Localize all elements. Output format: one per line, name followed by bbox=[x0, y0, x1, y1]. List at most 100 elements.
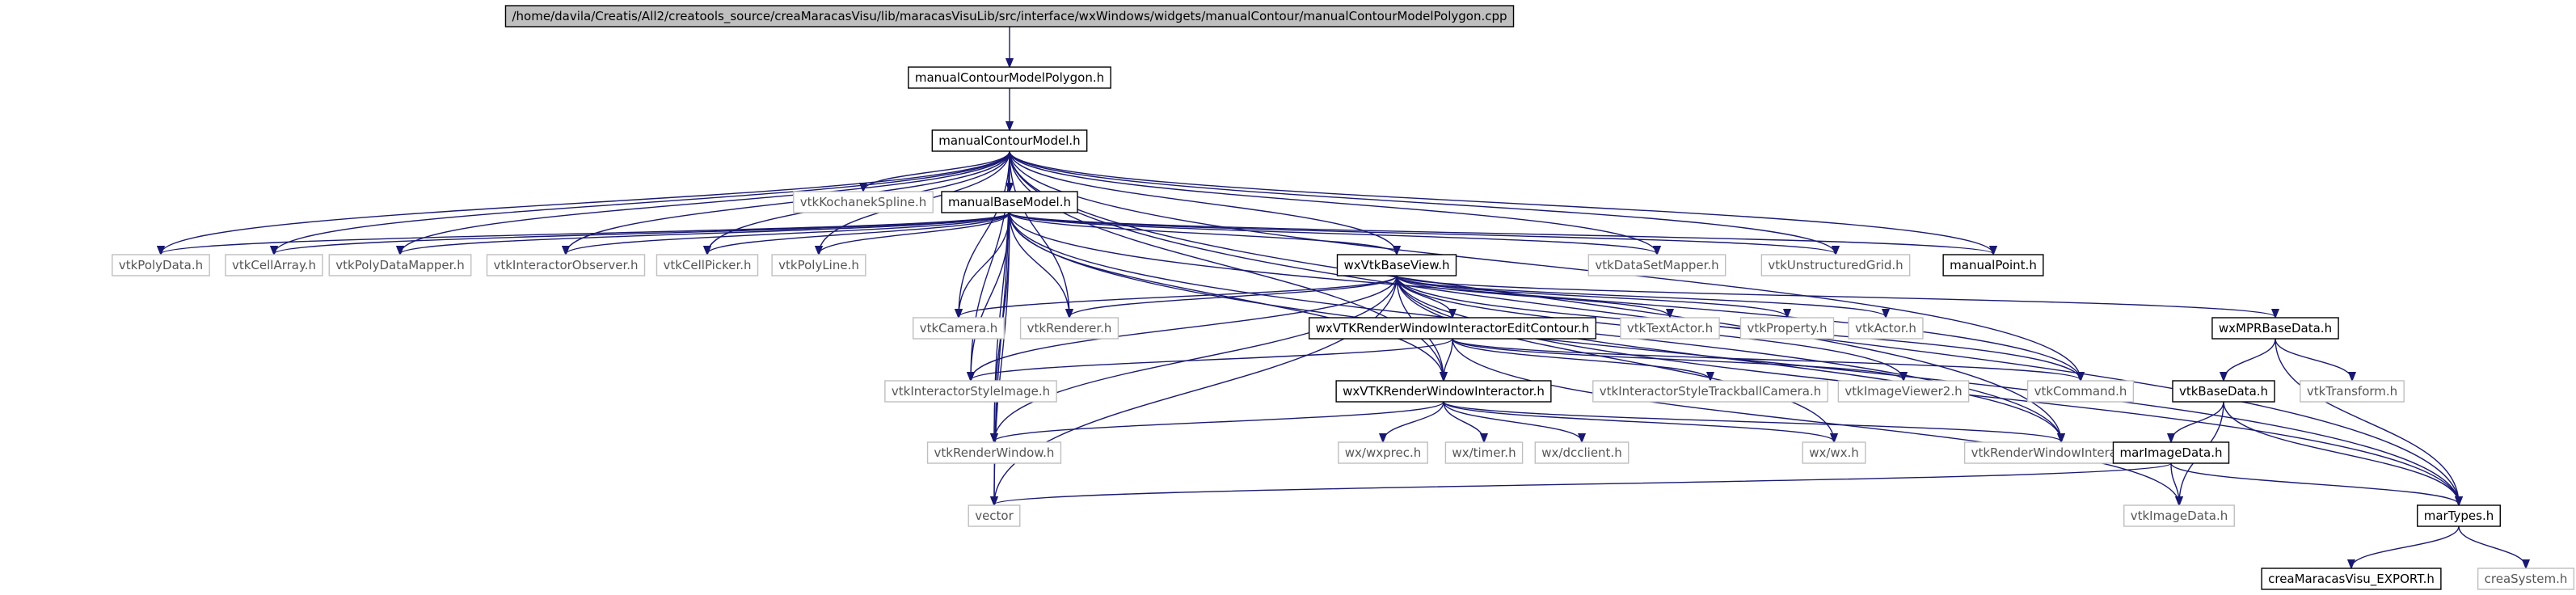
node-label-polygon_h: manualContourModelPolygon.h bbox=[915, 70, 1104, 85]
node-root[interactable]: /home/davila/Creatis/All2/creatools_sour… bbox=[504, 5, 1515, 27]
node-box-rwi bbox=[1335, 380, 1552, 403]
node-label-renderer: vtkRenderer.h bbox=[1027, 321, 1112, 335]
node-label-cellpicker: vtkCellPicker.h bbox=[663, 258, 751, 272]
node-wxprec: wx/wxprec.h bbox=[1338, 441, 1428, 464]
node-box-wxvtkbaseview bbox=[1336, 254, 1457, 276]
node-martypes[interactable]: marTypes.h bbox=[2417, 504, 2501, 527]
include-edge-model_h-to-polydatamapper bbox=[400, 150, 1010, 254]
include-edge-basemodel-to-manualpoint bbox=[1009, 212, 1993, 254]
node-box-imagedata bbox=[2123, 504, 2235, 527]
include-edge-basemodel-to-wxvtkbaseview bbox=[1009, 212, 1397, 254]
include-edge-editcontour-to-imagedata bbox=[1452, 338, 2179, 504]
node-timer: wx/timer.h bbox=[1444, 441, 1524, 464]
node-box-imageviewer2 bbox=[1837, 380, 1970, 403]
node-box-polydatamapper bbox=[328, 254, 472, 276]
node-imagedata: vtkImageData.h bbox=[2123, 504, 2235, 527]
node-label-cellarray: vtkCellArray.h bbox=[232, 258, 316, 272]
include-edge-martypes-to-creasystem bbox=[2458, 525, 2526, 568]
node-label-creasystem: creaSystem.h bbox=[2485, 572, 2568, 586]
node-label-transform: vtkTransform.h bbox=[2307, 384, 2397, 399]
include-edge-basemodel-to-renderer bbox=[1009, 212, 1069, 317]
node-box-export bbox=[2261, 568, 2442, 590]
include-edge-basemodel-to-interactorobserver bbox=[566, 212, 1010, 254]
node-mprbasedata[interactable]: wxMPRBaseData.h bbox=[2211, 317, 2339, 340]
node-manualpoint[interactable]: manualPoint.h bbox=[1942, 254, 2044, 276]
include-edge-rwi-to-dcclient bbox=[1443, 401, 1582, 441]
include-edge-wxvtkbaseview-to-camera bbox=[959, 275, 1398, 317]
node-property: vtkProperty.h bbox=[1739, 317, 1835, 340]
node-interactorobserver: vtkInteractorObserver.h bbox=[486, 254, 646, 276]
node-box-transform bbox=[2300, 380, 2405, 403]
node-polygon_h[interactable]: manualContourModelPolygon.h bbox=[908, 66, 1111, 89]
include-edge-marimagedata-to-vector bbox=[994, 462, 2172, 504]
node-box-renderer bbox=[1019, 317, 1119, 340]
node-label-vtkbasedata: vtkBaseData.h bbox=[2179, 384, 2268, 399]
include-edge-rwi-to-timer bbox=[1443, 401, 1484, 441]
include-edge-wxvtkbaseview-to-command bbox=[1396, 275, 2081, 380]
include-edge-basemodel-to-polydatamapper bbox=[400, 212, 1010, 254]
node-vtkbasedata[interactable]: vtkBaseData.h bbox=[2172, 380, 2275, 403]
node-renderer: vtkRenderer.h bbox=[1019, 317, 1119, 340]
node-box-kochanek bbox=[793, 191, 934, 213]
node-command: vtkCommand.h bbox=[2026, 380, 2135, 403]
node-label-wxprec: wx/wxprec.h bbox=[1345, 445, 1421, 460]
node-label-interactorobserver: vtkInteractorObserver.h bbox=[493, 258, 638, 272]
node-label-dcclient: wx/dcclient.h bbox=[1541, 445, 1621, 460]
node-box-unstructuredgrid bbox=[1760, 254, 1911, 276]
include-edge-basemodel-to-cellpicker bbox=[707, 212, 1010, 254]
include-edge-basemodel-to-unstructuredgrid bbox=[1009, 212, 1836, 254]
node-wxvtkbaseview[interactable]: wxVtkBaseView.h bbox=[1336, 254, 1457, 276]
edges-layer bbox=[161, 27, 2526, 568]
node-box-polyline bbox=[771, 254, 866, 276]
node-box-basemodel bbox=[941, 191, 1078, 213]
node-label-root: /home/davila/Creatis/All2/creatools_sour… bbox=[512, 9, 1507, 24]
include-edge-model_h-to-kochanek bbox=[863, 150, 1010, 191]
node-box-textactor bbox=[1620, 317, 1720, 340]
node-label-editcontour: wxVTKRenderWindowInteractorEditContour.h bbox=[1316, 321, 1590, 335]
node-box-polydata bbox=[112, 254, 210, 276]
include-edge-basemodel-to-command bbox=[1009, 212, 2081, 380]
node-box-root bbox=[504, 5, 1515, 27]
node-export[interactable]: creaMaracasVisu_EXPORT.h bbox=[2261, 568, 2442, 590]
include-edge-rwi-to-vtkrwi bbox=[1443, 401, 2061, 441]
node-label-marimagedata: marImageData.h bbox=[2119, 445, 2222, 460]
node-box-manualpoint bbox=[1942, 254, 2044, 276]
node-label-unstructuredgrid: vtkUnstructuredGrid.h bbox=[1768, 258, 1903, 272]
node-label-styleimage: vtkInteractorStyleImage.h bbox=[892, 384, 1050, 399]
node-marimagedata[interactable]: marImageData.h bbox=[2112, 441, 2230, 464]
node-box-vtkbasedata bbox=[2172, 380, 2275, 403]
node-styleimage: vtkInteractorStyleImage.h bbox=[884, 380, 1057, 403]
node-box-datasetmapper bbox=[1587, 254, 1726, 276]
node-textactor: vtkTextActor.h bbox=[1620, 317, 1720, 340]
node-kochanek: vtkKochanekSpline.h bbox=[793, 191, 934, 213]
node-label-imagedata: vtkImageData.h bbox=[2131, 508, 2228, 523]
node-box-polygon_h bbox=[908, 66, 1111, 89]
node-label-vtkrwi: vtkRenderWindowInteractor.h bbox=[1971, 445, 2152, 460]
include-edge-rwi-to-renderwindow bbox=[994, 401, 1444, 441]
include-edge-editcontour-to-styleimage bbox=[971, 338, 1453, 380]
include-edge-wxvtkbaseview-to-actor bbox=[1396, 275, 1886, 317]
node-polydatamapper: vtkPolyDataMapper.h bbox=[328, 254, 472, 276]
node-box-cellarray bbox=[225, 254, 323, 276]
node-model_h[interactable]: manualContourModel.h bbox=[931, 129, 1088, 152]
node-polyline: vtkPolyLine.h bbox=[771, 254, 866, 276]
node-editcontour[interactable]: wxVTKRenderWindowInteractorEditContour.h bbox=[1308, 317, 1597, 340]
node-rwi[interactable]: wxVTKRenderWindowInteractor.h bbox=[1335, 380, 1552, 403]
include-edge-wxvtkbaseview-to-textactor bbox=[1396, 275, 1670, 317]
node-dcclient: wx/dcclient.h bbox=[1534, 441, 1629, 464]
include-edge-wxvtkbaseview-to-renderer bbox=[1069, 275, 1398, 317]
node-box-mprbasedata bbox=[2211, 317, 2339, 340]
node-label-martypes: marTypes.h bbox=[2424, 508, 2494, 523]
include-edge-mprbasedata-to-vtkbasedata bbox=[2224, 338, 2276, 380]
node-imageviewer2: vtkImageViewer2.h bbox=[1837, 380, 1970, 403]
node-label-polydatamapper: vtkPolyDataMapper.h bbox=[335, 258, 464, 272]
node-box-vector bbox=[968, 504, 1021, 527]
node-label-kochanek: vtkKochanekSpline.h bbox=[800, 195, 926, 209]
node-label-vector: vector bbox=[975, 508, 1014, 523]
node-basemodel[interactable]: manualBaseModel.h bbox=[941, 191, 1078, 213]
node-label-basemodel: manualBaseModel.h bbox=[948, 195, 1071, 209]
include-edge-editcontour-to-imageviewer2 bbox=[1452, 338, 1904, 380]
node-camera: vtkCamera.h bbox=[913, 317, 1005, 340]
node-polydata: vtkPolyData.h bbox=[112, 254, 210, 276]
node-label-model_h: manualContourModel.h bbox=[938, 133, 1080, 148]
